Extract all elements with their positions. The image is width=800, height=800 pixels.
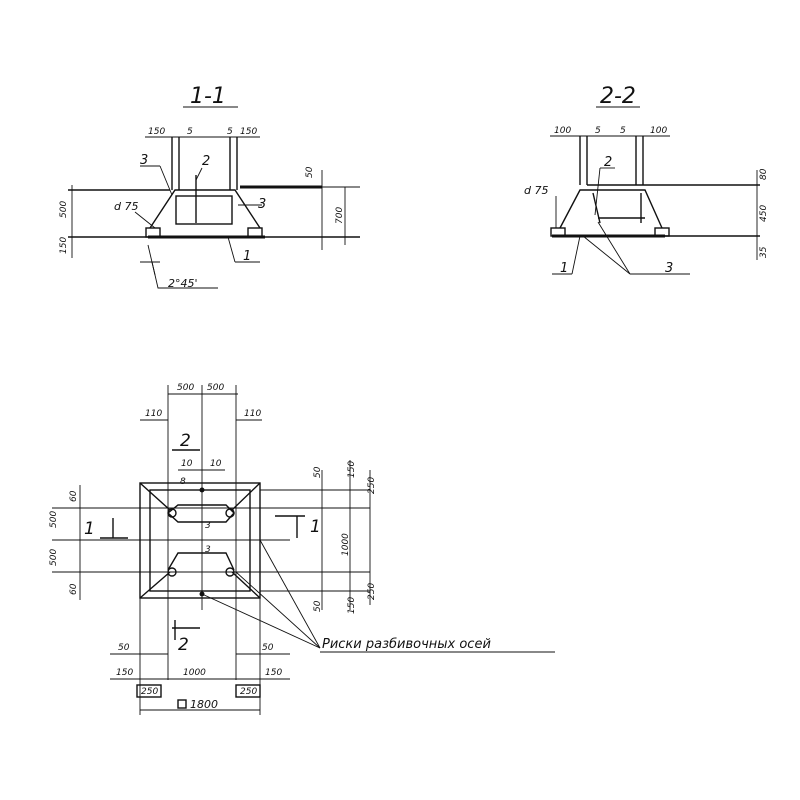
square-symbol: [177, 699, 187, 709]
s11-pocket: [175, 195, 233, 225]
s11-callout-1: 1: [243, 249, 251, 264]
plan-pocket-bottom: [167, 552, 235, 571]
plan-10-left: 10: [181, 459, 193, 469]
plan-cut-2-top: 2: [180, 431, 191, 451]
plan-bottom-1000: 1000: [183, 668, 206, 678]
note-leader: [201, 593, 321, 649]
plan-inner-label-3-top: 3: [205, 521, 211, 531]
s11-diameter: d 75: [114, 200, 138, 213]
plan-right-50-top: 50: [313, 466, 323, 478]
plan-right-50-bottom: 50: [313, 600, 323, 612]
plan-left-500-bottom: 500: [49, 549, 59, 566]
s11-right-700: 700: [335, 207, 345, 224]
leader: [151, 261, 218, 289]
s22-dim-5-right: 5: [620, 126, 626, 136]
leader: [227, 236, 236, 263]
plan-diag: [231, 571, 261, 599]
plan-bottom-50-right: 50: [262, 643, 274, 653]
leader: [134, 211, 156, 229]
leader: [594, 167, 601, 216]
s22-right-80: 80: [759, 168, 769, 180]
plan-cut-1-right: 1: [310, 517, 321, 537]
s22-footing: [559, 189, 663, 229]
s11-callout-3-top: 3: [140, 153, 148, 168]
section-2-2: 2-2 100 5 5 100 2 1 3 d 75 80 450: [524, 84, 769, 276]
plan-bottom-box: [136, 684, 162, 698]
s22-dim-100-left: 100: [554, 126, 571, 136]
s22-bolt-left: [550, 227, 566, 237]
plan-bottom-50-left: 50: [118, 643, 130, 653]
leader: [597, 221, 631, 275]
plan-top-500-left: 500: [177, 383, 194, 393]
s22-callout-3: 3: [665, 261, 673, 276]
s22-diameter: d 75: [524, 184, 548, 197]
leader: [571, 235, 581, 275]
s22-right-450: 450: [759, 205, 769, 222]
s22-callout-1: 1: [560, 261, 568, 276]
s11-dim-150-right: 150: [240, 127, 257, 137]
plan-left-500-top: 500: [49, 511, 59, 528]
plan-bottom-250-right: 250: [240, 687, 257, 697]
plan-left-60-bottom: 60: [69, 583, 79, 595]
plan-overall: 1800: [190, 698, 218, 711]
section-1-1: 1-1 150 5 5 150 3 2 3 1: [59, 84, 360, 290]
plan-right-250-bottom: 250: [367, 583, 377, 600]
plan-view: 500 500 110 110 2 2 10 10 8 3 3: [49, 383, 555, 715]
plan-8: 8: [180, 477, 186, 487]
plan-110-left: 110: [145, 409, 162, 419]
plan-left-60-top: 60: [69, 490, 79, 502]
section-2-2-title: 2-2: [600, 84, 636, 109]
plan-right-150-bottom: 150: [347, 597, 357, 614]
plan-10-right: 10: [210, 459, 222, 469]
s22-bolt-right: [654, 227, 670, 237]
leader: [159, 165, 173, 196]
plan-cut-2-bottom: 2: [178, 635, 189, 655]
plan-bolt: [225, 508, 235, 518]
s22-right-35: 35: [759, 246, 769, 258]
plan-right-1000: 1000: [341, 533, 351, 556]
leader: [582, 235, 631, 275]
leader: [195, 167, 203, 181]
plan-inner-label-3-bottom: 3: [205, 545, 211, 555]
plan-bottom-150-left: 150: [116, 668, 133, 678]
plan-note: Риски разбивочных осей: [322, 637, 491, 652]
plan-right-250-top: 250: [367, 477, 377, 494]
plan-110-right: 110: [244, 409, 261, 419]
plan-right-150-top: 150: [347, 461, 357, 478]
s11-left-500: 500: [59, 201, 69, 218]
s22-callout-2: 2: [604, 155, 612, 170]
s11-angle: 2°45': [168, 277, 198, 290]
s11-right-50: 50: [305, 166, 315, 178]
s11-bolt-left: [145, 227, 161, 238]
s11-dim-5-right: 5: [227, 127, 233, 137]
plan-diag: [139, 571, 171, 599]
plan-bottom-250-left: 250: [141, 687, 158, 697]
section-1-1-title: 1-1: [190, 84, 226, 109]
s22-dim-100-right: 100: [650, 126, 667, 136]
s11-left-150: 150: [59, 237, 69, 254]
s11-callout-3-right: 3: [258, 197, 266, 212]
plan-bottom-150-right: 150: [265, 668, 282, 678]
s11-callout-2: 2: [202, 154, 210, 169]
plan-diag: [231, 482, 261, 511]
s11-bolt-right: [247, 227, 263, 238]
s11-dim-150-left: 150: [148, 127, 165, 137]
plan-cut-1-left: 1: [84, 519, 95, 539]
plan-top-500-right: 500: [207, 383, 224, 393]
note-leader: [259, 539, 321, 649]
s11-dim-5-left: 5: [187, 127, 193, 137]
s22-dim-5-left: 5: [595, 126, 601, 136]
s11-footing: [149, 189, 261, 229]
plan-diag: [139, 482, 171, 511]
note-leader: [235, 571, 321, 649]
